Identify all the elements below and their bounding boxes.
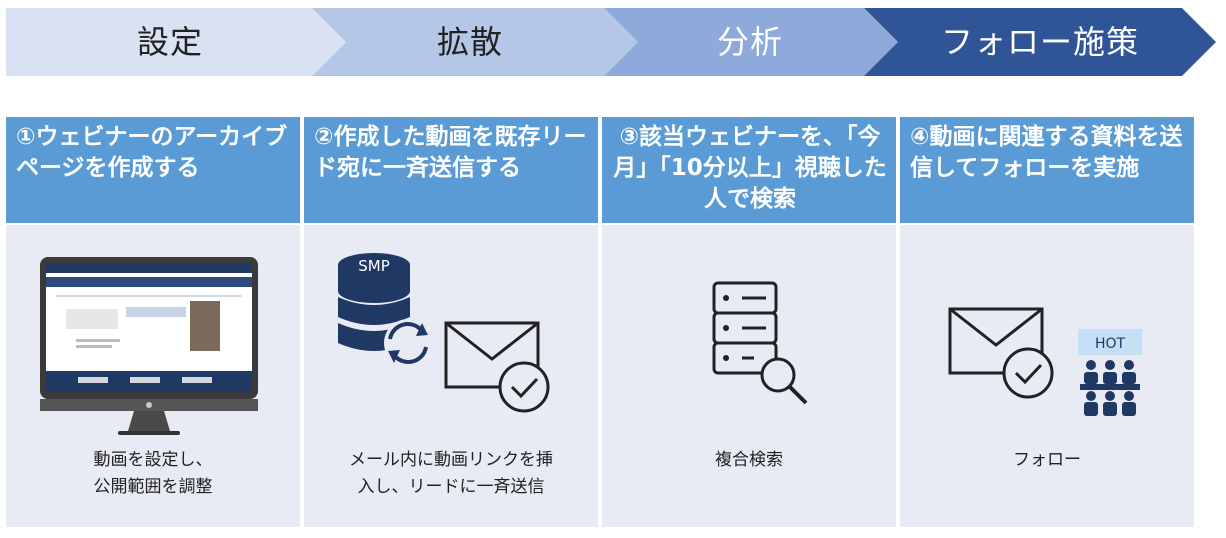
step-panel-1: 動画を設定し、 公開範囲を調整 [6, 225, 300, 527]
stage-arrow-1 [6, 8, 346, 76]
caption-line: 複合検索 [715, 450, 783, 470]
step-heading-1: ①ウェビナーのアーカイブページを作成する [6, 117, 300, 223]
process-arrows [6, 8, 1216, 76]
step-panel-3: 複合検索 [602, 225, 896, 527]
caption-line: 公開範囲を調整 [93, 477, 213, 497]
stage-label-4: フォロー施策 [940, 23, 1139, 61]
step-panel-2: SMP メール内に動画リンクを挿 入し、リードに一斉送信 [304, 225, 598, 527]
step-heading-2: ②作成した動画を既存リード宛に一斉送信する [304, 117, 598, 223]
step-caption-2: メール内に動画リンクを挿 入し、リードに一斉送信 [304, 447, 598, 501]
step-caption-1: 動画を設定し、 公開範囲を調整 [6, 447, 300, 501]
caption-line: 入し、リードに一斉送信 [357, 477, 545, 497]
step-caption-3: 複合検索 [602, 447, 896, 474]
db-label: SMP [358, 257, 390, 275]
step-column-1: ①ウェビナーのアーカイブページを作成する [6, 117, 300, 527]
step-panel-4: HOT フォロー [900, 225, 1194, 527]
server-search-icon [712, 281, 808, 405]
stage-label-3: 分析 [716, 23, 783, 61]
stage-label-2: 拡散 [436, 23, 503, 61]
mail-check-icon: HOT [948, 307, 1142, 416]
audience-icon [1080, 360, 1140, 416]
stage-label-1: 設定 [136, 23, 203, 61]
step-column-3: ③該当ウェビナーを、「今月」「10分以上」視聴した人で検索 [602, 117, 896, 527]
hot-badge: HOT [1095, 336, 1126, 352]
step-column-4: ④動画に関連する資料を送信してフォローを実施 HOT [900, 117, 1194, 527]
caption-line: メール内に動画リンクを挿 [349, 450, 553, 470]
step-caption-4: フォロー [900, 447, 1194, 474]
step-heading-4: ④動画に関連する資料を送信してフォローを実施 [900, 117, 1194, 223]
step-heading-3: ③該当ウェビナーを、「今月」「10分以上」視聴した人で検索 [602, 117, 896, 223]
caption-line: 動画を設定し、 [93, 450, 213, 470]
stage-arrow-2 [312, 8, 638, 76]
stage-arrow-4 [864, 8, 1216, 76]
caption-line: フォロー [1013, 450, 1081, 470]
step-columns: ①ウェビナーのアーカイブページを作成する [6, 117, 1194, 527]
database-sync-icon: SMP [338, 253, 550, 413]
stage-arrow-3 [604, 8, 898, 76]
step-column-2: ②作成した動画を既存リード宛に一斉送信する SMP [304, 117, 598, 527]
monitor-icon [40, 257, 258, 435]
